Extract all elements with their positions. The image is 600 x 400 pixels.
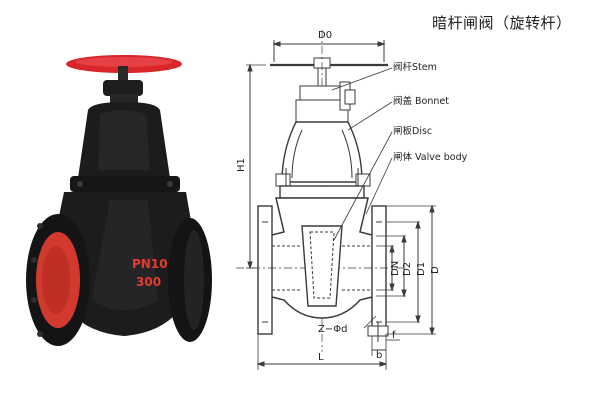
dim-d0: D0 <box>318 30 332 41</box>
callout-bonnet: 阀盖 Bonnet <box>393 95 449 107</box>
dim-d2: D2 <box>402 262 413 276</box>
dim-dn: DN <box>390 261 401 276</box>
valve-photo: PN10 300 <box>26 55 212 346</box>
marking-pn: PN10 <box>132 257 168 271</box>
section-drawing <box>236 30 436 370</box>
callout-body: 闸体 Valve body <box>393 151 468 163</box>
dim-z-phi-d: Z−Φd <box>318 324 347 335</box>
marking-size: 300 <box>136 275 161 289</box>
dim-d: D <box>430 266 441 274</box>
callout-stem: 阀杆Stem <box>393 61 437 73</box>
dim-h1: H1 <box>236 158 247 172</box>
page-title: 暗杆闸阀（旋转杆） <box>432 14 572 32</box>
dim-l: L <box>318 352 324 363</box>
dim-f: f <box>392 330 396 341</box>
dim-b: b <box>376 350 382 361</box>
callout-disc: 闸板Disc <box>393 125 432 137</box>
dim-d1: D1 <box>416 262 427 276</box>
